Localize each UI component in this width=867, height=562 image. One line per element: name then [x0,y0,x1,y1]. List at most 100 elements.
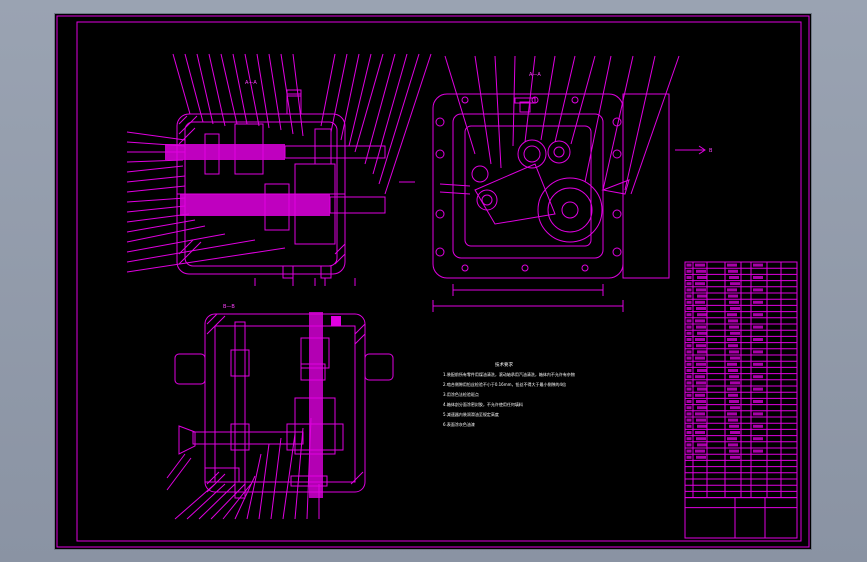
parts-cell-name [728,319,738,323]
notes-line-6: 6.表面涂灰色油漆 [443,421,475,427]
parts-cell-material [753,338,763,341]
parts-cell-number [686,400,692,403]
parts-cell-material [753,437,763,441]
parts-cell-material [753,375,763,379]
parts-cell-name [728,393,738,397]
title-block-frame [684,497,798,539]
parts-cell-name [728,443,738,447]
parts-cell-material [753,424,763,428]
parts-cell-code [695,263,705,267]
parts-cell-code [695,282,705,286]
parts-cell-number [686,338,692,341]
parts-cell-code [695,338,705,341]
parts-cell-name [728,344,738,348]
parts-cell-name [728,269,738,273]
parts-cell-number [686,418,692,422]
parts-cell-number [686,449,692,453]
gearbox-section-view: A—A [126,53,432,286]
parts-cell-name [729,375,739,379]
parts-cell-material [753,400,763,403]
notes-line-3: 3.用涂色法检验斑点 [443,391,479,397]
parts-cell-number [686,313,692,317]
parts-cell-code [695,300,705,304]
parts-cell-code [695,412,705,416]
parts-cell-name [727,387,737,391]
parts-cell-number [686,375,692,379]
notes-title: 技术要求 [495,361,513,368]
parts-cell-number [686,288,692,292]
parts-cell-code [697,387,707,391]
parts-cell-number [686,443,692,447]
parts-cell-number [686,393,692,397]
parts-cell-material [753,288,763,292]
parts-cell-number [686,269,692,273]
parts-cell-name [729,350,739,354]
cad-drawing-viewport[interactable]: A—A [55,14,811,549]
parts-cell-code [697,294,707,298]
parts-cell-material [753,412,763,416]
parts-cell-material [753,313,763,317]
parts-cell-code [696,288,706,292]
parts-cell-material [753,362,763,366]
parts-cell-code [696,381,706,385]
parts-cell-name [729,400,739,403]
parts-cell-number [686,263,692,267]
notes-line-5: 5.减速器内装润滑油至规定高度 [443,411,499,417]
parts-cell-number [686,455,692,459]
parts-cell-code [695,375,705,379]
parts-cell-name [729,300,739,304]
parts-cell-name [729,449,739,453]
drawing-outer-frame [56,15,810,548]
parts-cell-name [729,325,739,329]
parts-cell-code [696,400,706,403]
parts-cell-number [686,282,692,286]
parts-cell-number [686,276,692,279]
gearbox-side-view: A—A B [399,55,713,312]
parts-cell-name [729,424,739,428]
parts-cell-name [728,369,738,372]
svg-text:B: B [709,148,713,154]
parts-cell-code [696,307,706,310]
parts-cell-number [686,356,692,360]
parts-cell-name [730,381,740,385]
parts-cell-material [753,300,763,304]
parts-cell-name [728,418,738,422]
parts-cell-name [730,307,740,310]
cad-drawing-canvas: A—A [56,15,810,548]
parts-cell-material [753,449,763,453]
parts-cell-code [696,344,706,348]
parts-cell-code [696,325,706,329]
svg-text:A—A: A—A [529,72,541,78]
parts-cell-number [686,344,692,348]
parts-cell-number [686,424,692,428]
parts-cell-code [696,418,706,422]
parts-cell-code [696,455,706,459]
parts-cell-material [753,276,763,279]
parts-cell-number [686,381,692,385]
parts-cell-code [697,424,707,428]
parts-cell-number [686,325,692,329]
parts-cell-name [728,294,738,298]
notes-line-1: 1.装配前所有零件用煤油清洗，滚动轴承用汽油清洗，箱体内不允许有杂物 [443,371,575,377]
parts-cell-name [727,338,737,341]
parts-cell-number [686,307,692,310]
svg-text:A—A: A—A [245,80,257,86]
technical-requirements: 技术要求 1.装配前所有零件用煤油清洗，滚动轴承用汽油清洗，箱体内不允许有杂物 … [443,361,575,427]
parts-cell-name [730,282,740,286]
parts-cell-name [730,406,740,410]
parts-cell-material [753,350,763,354]
parts-cell-code [695,393,705,397]
parts-cell-code [695,319,705,323]
parts-cell-name [729,276,739,279]
parts-cell-name [727,263,737,267]
parts-cell-number [686,431,692,434]
parts-cell-name [727,412,737,416]
gearbox-cross-section: B—B [166,304,394,520]
drawing-inner-frame [76,21,802,542]
parts-cell-code [697,276,707,279]
parts-cell-name [727,288,737,292]
parts-cell-number [686,412,692,416]
parts-cell-code [695,431,705,434]
parts-list [684,261,798,539]
parts-cell-number [686,369,692,372]
